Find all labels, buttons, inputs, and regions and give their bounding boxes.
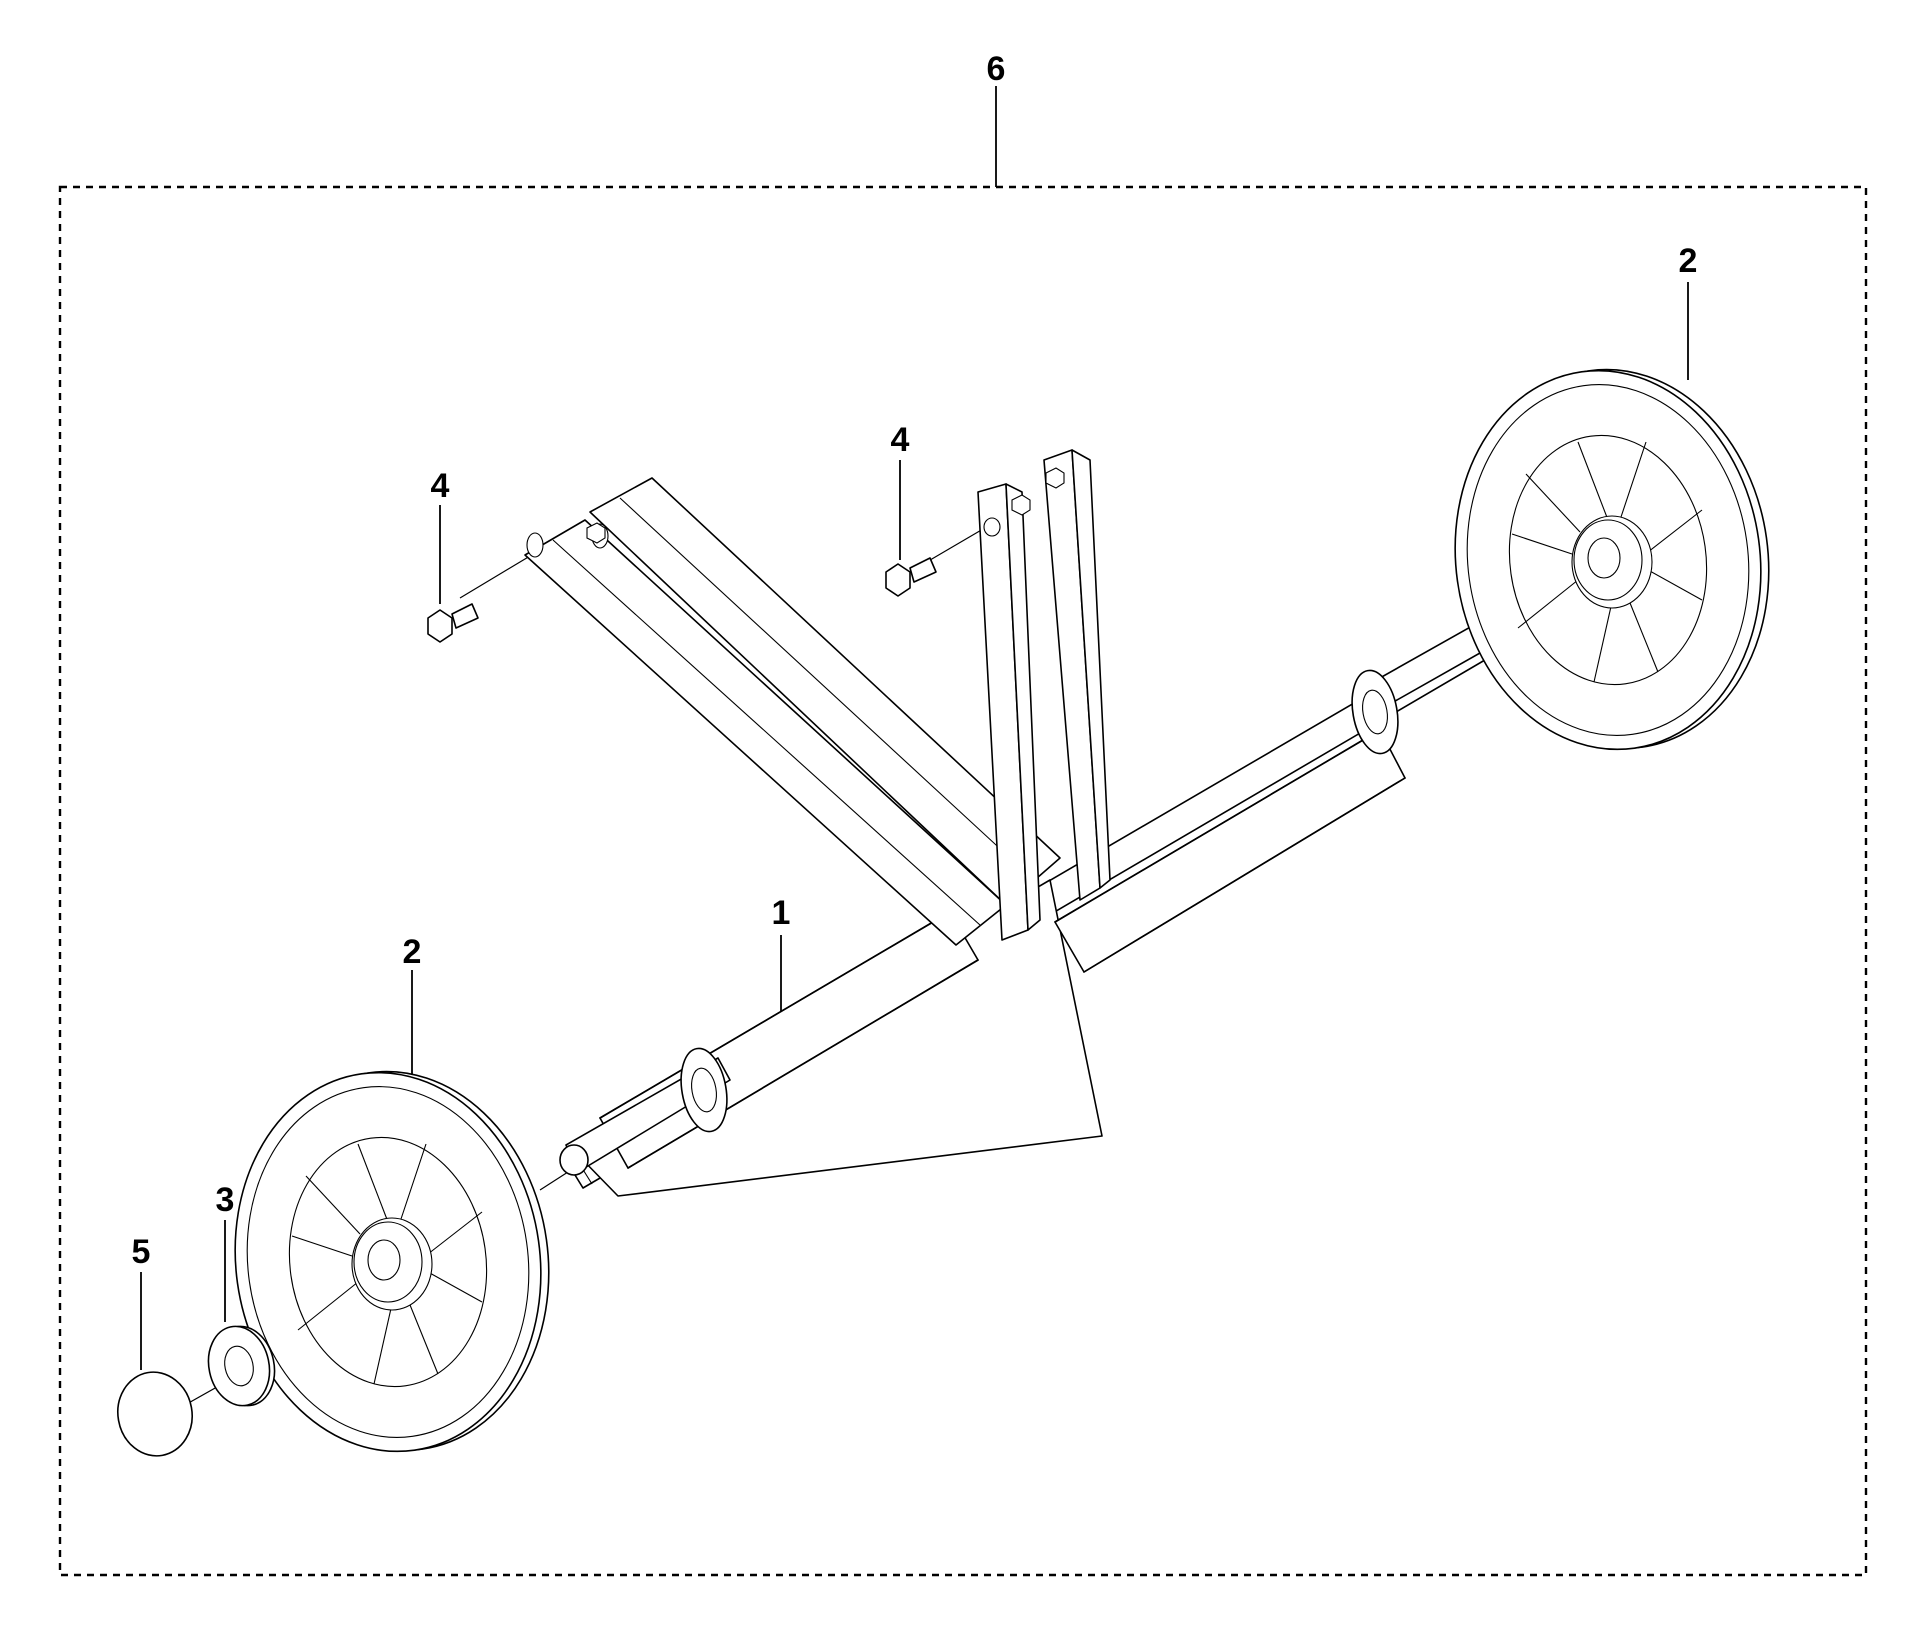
hub-cap <box>117 1371 193 1457</box>
axle-frame <box>524 449 1512 1197</box>
callout-5-hub-cap: 5 <box>132 1233 151 1271</box>
callout-4-right-bolt: 4 <box>891 421 910 459</box>
wheel-right <box>1430 348 1794 771</box>
callout-3-washer: 3 <box>216 1181 235 1219</box>
bolt-left <box>427 603 479 643</box>
callout-2-right-wheel: 2 <box>1679 242 1698 280</box>
washer <box>207 1325 276 1407</box>
bolt-right <box>885 557 937 597</box>
callout-2-left-wheel: 2 <box>403 933 422 971</box>
callout-1-axle: 1 <box>772 894 791 932</box>
wheel-left <box>210 1050 574 1473</box>
callout-4-left-bolt: 4 <box>431 467 450 505</box>
kit-boundary <box>58 185 1868 1577</box>
callout-6: 6 <box>987 50 1006 88</box>
